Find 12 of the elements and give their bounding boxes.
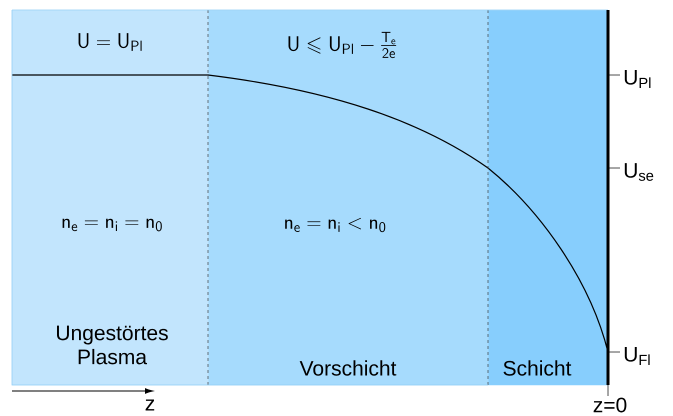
axis-label: z: [146, 399, 154, 411]
region-band: [12, 10, 208, 386]
formula: $\mathsf{U=U_{Pl}}$: [78, 33, 142, 51]
region-label: Ungestörtes Plasma: [57, 326, 168, 364]
formula: $\mathsf{U\leqslant U_{Pl}-\frac{T_e}{2e}}$: [288, 32, 396, 58]
region-label: Vorschicht: [300, 360, 396, 376]
region-label: Schicht: [504, 360, 572, 376]
formula: $\mathsf{n_e=n_i=n_0}$: [62, 218, 162, 232]
region-band: [488, 10, 608, 386]
region-band: [208, 10, 488, 386]
axis-label: z=0: [594, 398, 626, 412]
formula: $\mathsf{n_e=n_i<n_0}$: [285, 218, 386, 232]
